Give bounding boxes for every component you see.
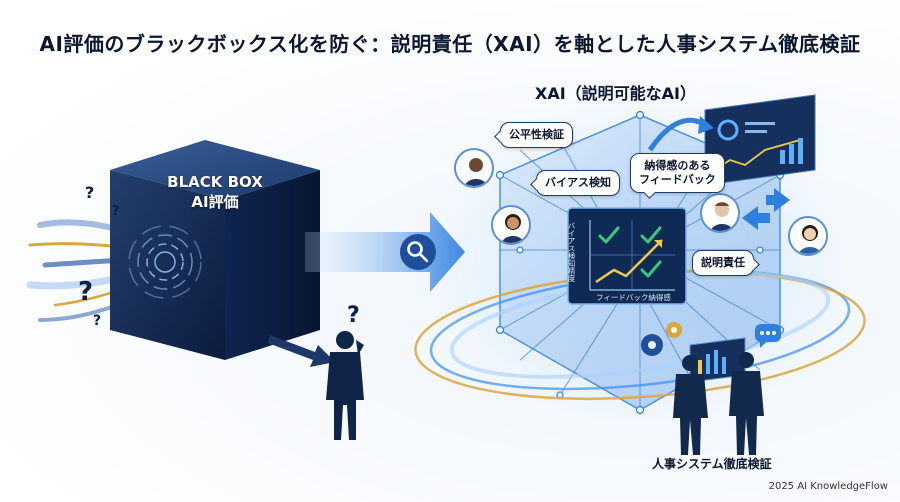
question-mark-icon: ? <box>112 204 120 219</box>
xai-heading: XAI（説明可能なAI） <box>535 84 697 103</box>
question-mark-icon: ? <box>93 313 101 329</box>
transition-arrow <box>305 212 465 292</box>
magnifier-icon <box>407 241 429 263</box>
bubble-fairness: 公平性検証 <box>500 122 573 148</box>
black-box-line1: BLACK BOX <box>167 173 263 191</box>
question-mark-icon: ? <box>78 277 93 307</box>
check-icon <box>598 226 620 244</box>
panel-x-axis-label: フィードバック納得感 <box>596 293 671 302</box>
down-arrow <box>268 335 335 367</box>
check-icon <box>640 260 662 278</box>
question-mark-icon: ? <box>347 303 360 328</box>
avatar-man-1 <box>454 148 494 188</box>
avatar-woman-2 <box>788 216 828 256</box>
bubble-bias: バイアス検知 <box>536 170 620 196</box>
bias-feedback-panel <box>567 207 687 305</box>
bubble-accountability: 説明責任 <box>692 250 754 276</box>
double-arrow-icon <box>742 188 790 230</box>
page-title: AI評価のブラックボックス化を防ぐ：説明責任（XAI）を軸とした人事システム徹底… <box>39 32 861 56</box>
footer-credit: 2025 AI KnowledgeFlow <box>768 481 888 492</box>
chat-icon <box>755 324 781 348</box>
hr-verification-label: 人事システム徹底検証 <box>652 457 772 471</box>
question-mark-icon: ? <box>85 183 94 202</box>
bubble-feedback: 納得感のある フィードバック <box>630 153 725 193</box>
question-mark-icons: ? ? ? ? ? <box>78 183 360 329</box>
thinking-person <box>326 331 364 440</box>
swirl-icon <box>128 225 202 299</box>
black-box-label: BLACK BOX AI評価 <box>130 172 300 213</box>
panel-y-axis-label: バイアス検知精度 <box>567 222 576 282</box>
business-people <box>673 352 764 455</box>
gear-icon <box>641 322 682 356</box>
black-box-line2: AI評価 <box>191 193 239 212</box>
avatar-woman-1 <box>491 205 531 245</box>
small-screen <box>689 337 746 383</box>
avatar-man-2 <box>700 193 740 233</box>
trend-arrow <box>595 239 663 284</box>
check-icon <box>640 226 662 244</box>
black-box-cube <box>110 140 320 360</box>
check-icons <box>598 226 662 278</box>
